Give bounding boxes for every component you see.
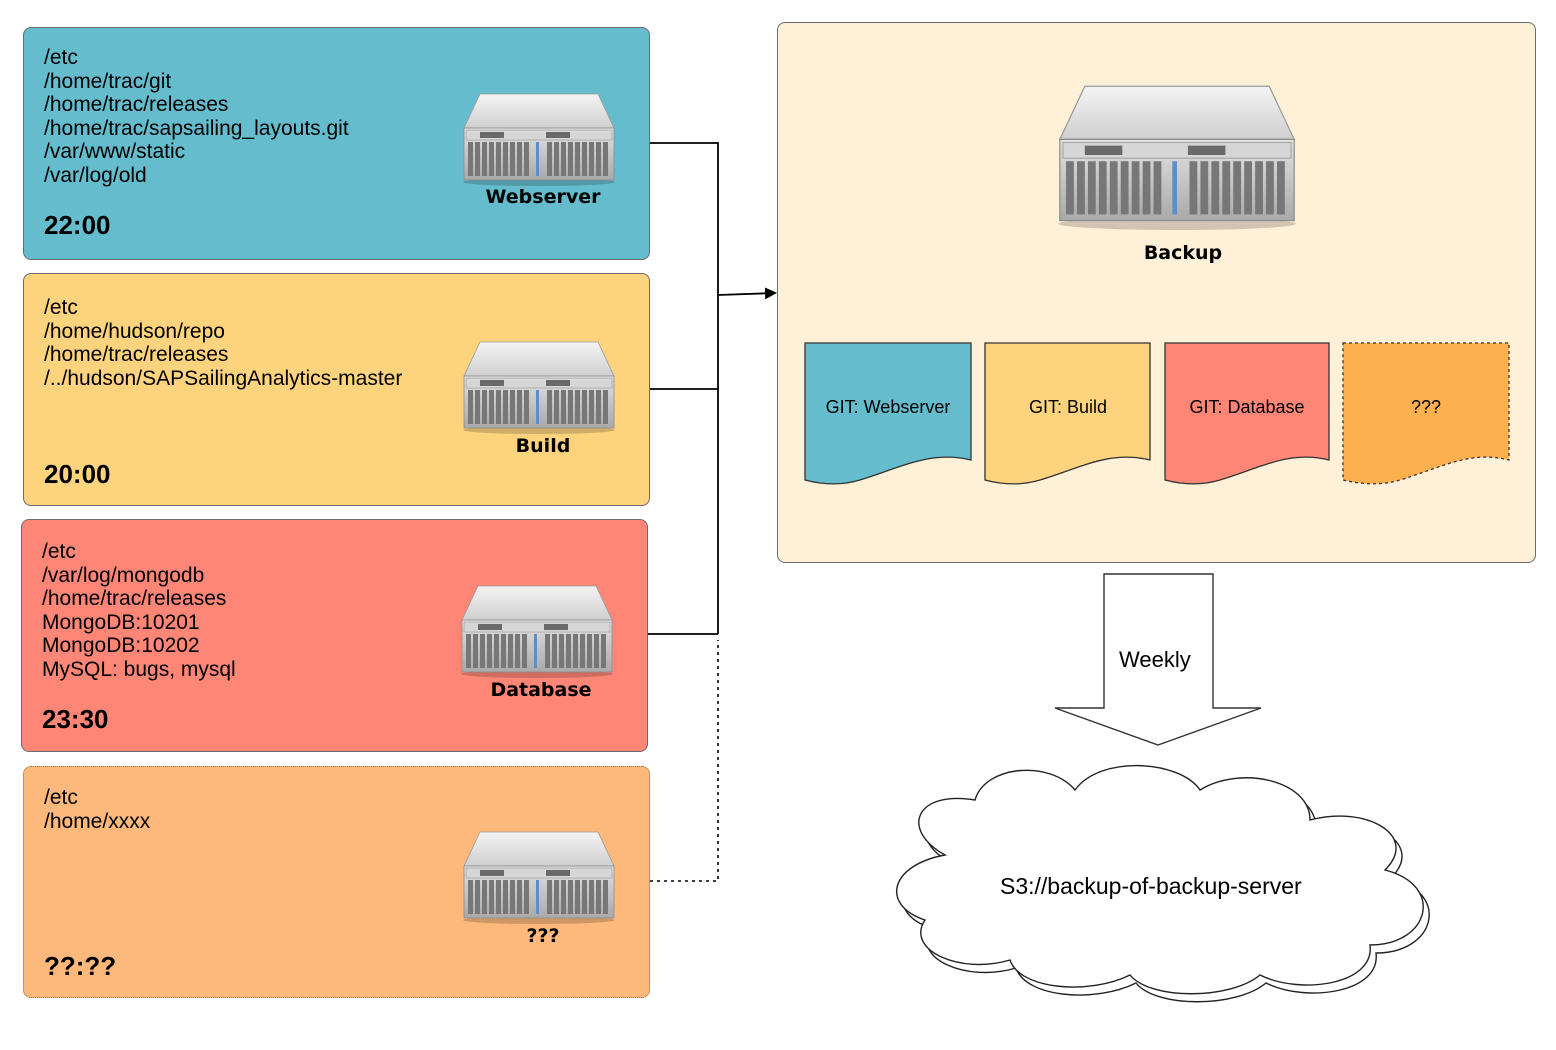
database-time: 23:30 bbox=[42, 704, 109, 734]
webserver-time: 22:00 bbox=[44, 210, 111, 240]
path-line: MongoDB:10202 bbox=[42, 634, 200, 657]
repo-label-build: GIT: Build bbox=[1028, 397, 1108, 417]
unknown-time: ??:?? bbox=[44, 951, 117, 981]
unknown-server-label: ??? bbox=[526, 925, 560, 947]
repo-label-database: GIT: Database bbox=[1189, 397, 1305, 417]
repo-doc-webserver bbox=[804, 342, 972, 485]
weekly-label: Weekly bbox=[1119, 647, 1191, 672]
path-line: /var/log/mongodb bbox=[42, 563, 205, 587]
path-line: /etc bbox=[42, 540, 76, 563]
repo-label-unknown: ??? bbox=[1410, 397, 1442, 417]
path-line: /etc bbox=[44, 46, 78, 69]
path-line: MongoDB:10201 bbox=[42, 610, 200, 634]
path-line: MySQL: bugs, mysql bbox=[42, 657, 236, 681]
path-line: /var/log/old bbox=[44, 163, 147, 187]
path-line: /var/www/static bbox=[44, 140, 186, 163]
database-server-label: Database bbox=[490, 679, 592, 701]
path-line: /home/trac/sapsailing_layouts.git bbox=[44, 116, 349, 140]
path-line: /home/trac/git bbox=[44, 69, 172, 93]
s3-cloud-label: S3://backup-of-backup-server bbox=[1000, 873, 1302, 899]
path-line: /etc bbox=[44, 296, 78, 319]
path-line: /home/xxxx bbox=[44, 809, 151, 833]
path-line: /../hudson/SAPSailingAnalytics-master bbox=[44, 366, 403, 390]
repo-doc-build bbox=[984, 342, 1151, 485]
arrow-to-backup bbox=[717, 287, 777, 300]
repo-doc-unknown bbox=[1342, 342, 1510, 485]
webserver-server-label: Webserver bbox=[485, 186, 601, 208]
unknown-paths: /etc/home/xxxx bbox=[44, 786, 150, 833]
webserver-paths: /etc/home/trac/git/home/trac/releases/ho… bbox=[44, 46, 349, 187]
backup-server-label: Backup bbox=[1143, 242, 1223, 264]
path-line: /etc bbox=[44, 786, 78, 809]
webserver-connector bbox=[650, 142, 719, 634]
path-line: /home/trac/releases bbox=[44, 93, 229, 116]
build-time: 20:00 bbox=[44, 459, 111, 489]
build-server-label: Build bbox=[515, 435, 571, 457]
repo-label-webserver: GIT: Webserver bbox=[825, 397, 951, 417]
path-line: /home/hudson/repo bbox=[44, 319, 225, 343]
path-line: /home/trac/releases bbox=[44, 343, 229, 366]
webserver-box: /etc/home/trac/git/home/trac/releases/ho… bbox=[23, 27, 650, 260]
build-paths: /etc/home/hudson/repo/home/trac/releases… bbox=[44, 296, 402, 390]
path-line: /home/trac/releases bbox=[42, 587, 227, 610]
unknown-connector bbox=[650, 640, 719, 882]
repo-doc-database bbox=[1164, 342, 1330, 485]
